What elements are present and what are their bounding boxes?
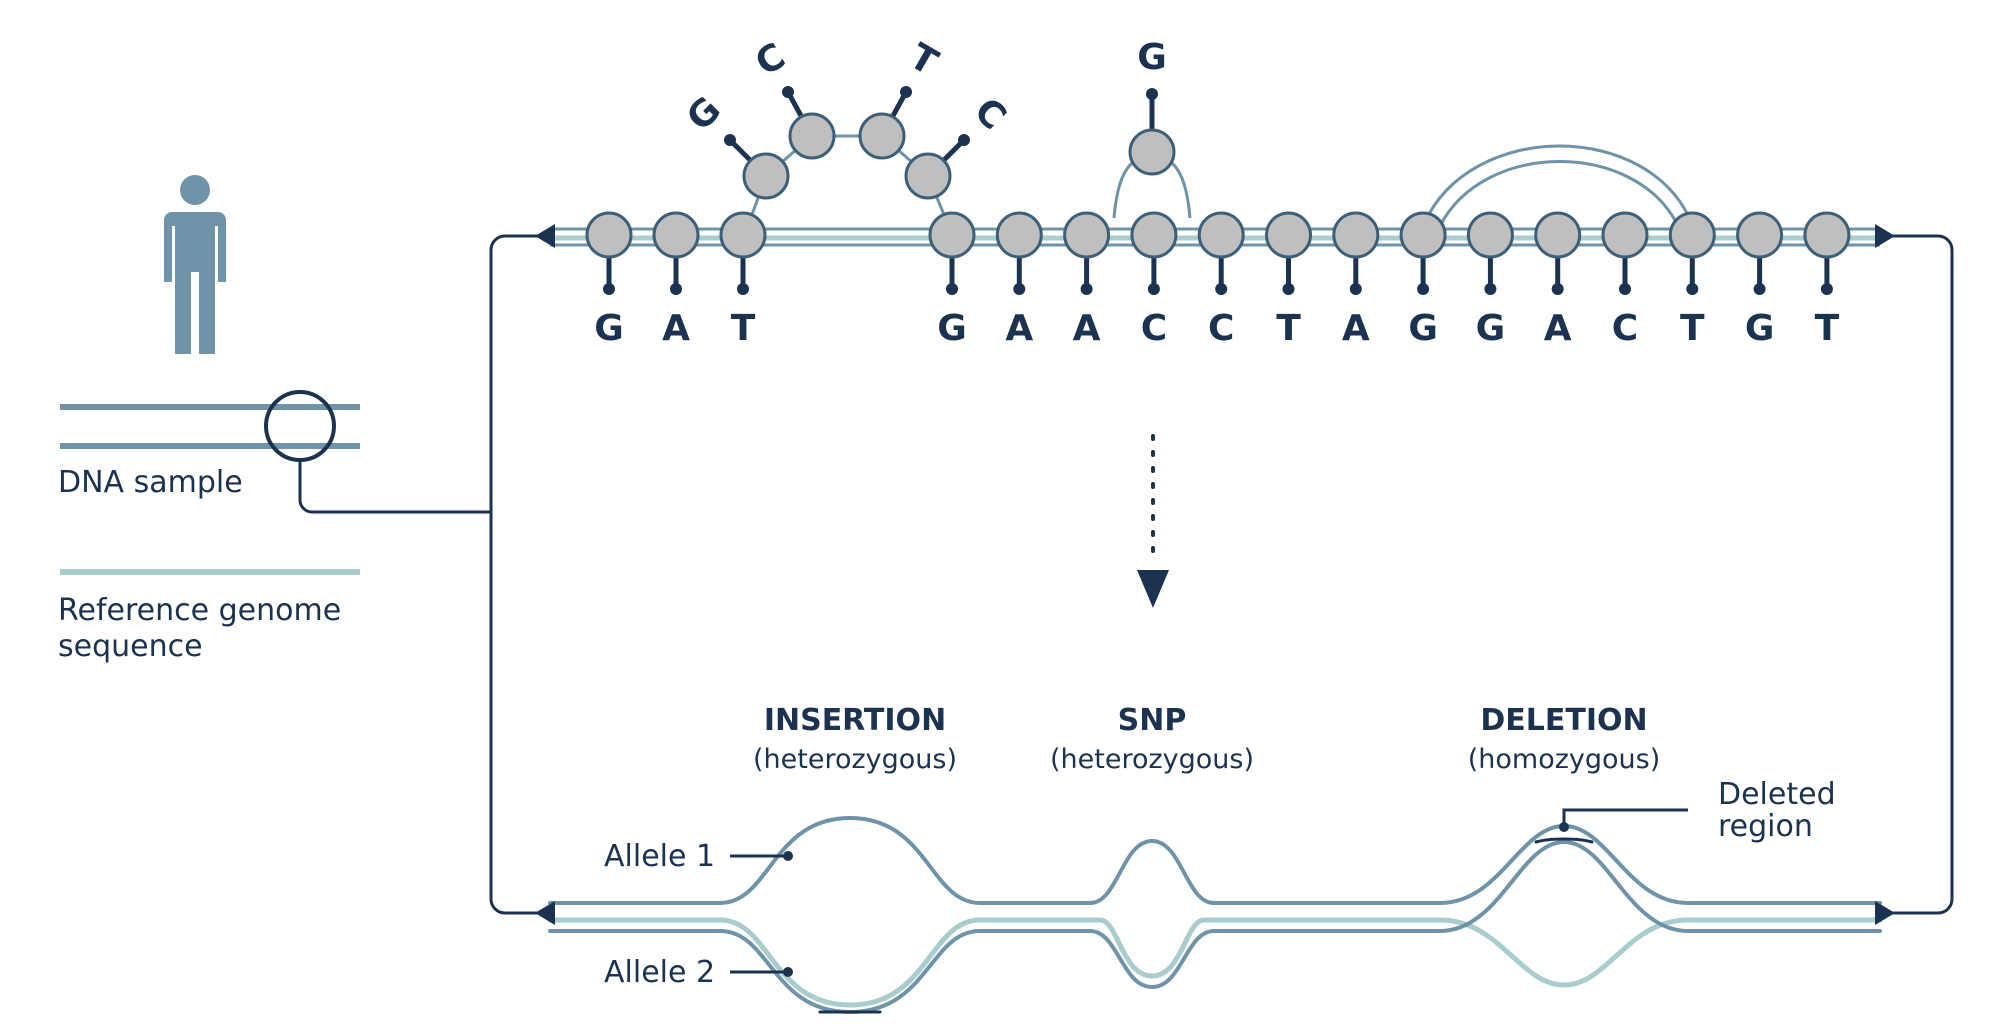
base-node-12-letter: G [1476,308,1506,349]
variant-insertion-heading: INSERTION (heterozygous) [753,703,957,775]
base-node-8-letter: C [1208,308,1234,349]
reference-label-line2: sequence [58,629,203,664]
deletion-bridge [1422,144,1694,225]
inserted-base-node-1: G [679,89,790,200]
allele1-label: Allele 1 [604,839,715,874]
base-node-7-letter: C [1141,308,1167,349]
variant-snp-heading: SNP (heterozygous) [1050,703,1254,775]
inserted-base-node-3: T [858,36,945,160]
base-node-2: A [652,211,700,349]
base-node-15: T [1668,211,1716,349]
inserted-base-node-1-letter: G [679,89,729,139]
snp-title: SNP [1118,703,1187,738]
base-node-17-letter: T [1815,308,1840,349]
base-node-16: G [1736,211,1784,349]
base-node-12: G [1466,211,1514,349]
variant-deletion-heading: DELETION (homozygous) [1468,703,1661,775]
allele2-strand [548,839,1882,1015]
snp-node: G [1128,37,1176,176]
base-node-10-letter: A [1342,308,1370,349]
base-node-16-letter: G [1745,308,1775,349]
magnifier-circle [264,390,336,462]
legend-dna-sample: DNA sample [58,390,360,500]
bottom-right-arrow [1875,901,1895,925]
base-node-1: G [585,211,633,349]
inserted-base-node-3-letter: T [903,36,945,84]
base-node-3-letter: T [731,308,756,349]
deleted-region-line2: region [1718,809,1813,844]
deleted-region-marker [1534,837,1594,844]
base-node-4: G [928,211,976,349]
deletion-zygosity: (homozygous) [1468,744,1661,775]
base-node-5-letter: A [1005,308,1033,349]
base-node-8: C [1197,211,1245,349]
top-left-arrow [535,224,555,248]
deleted-region-line1: Deleted [1718,777,1836,812]
base-node-14-letter: C [1612,308,1638,349]
deletion-title: DELETION [1480,703,1647,738]
base-node-17: T [1803,211,1851,349]
base-node-10: A [1332,211,1380,349]
reference-strand-bottom [547,917,1883,1008]
base-node-11-letter: G [1408,308,1438,349]
deletion-bridge-inner [1438,160,1680,227]
allele1-callout: Allele 1 [604,839,793,874]
base-node-6: A [1063,211,1111,349]
inserted-base-node-2: C [749,36,836,160]
inserted-base-node-2-letter: C [749,36,792,85]
base-node-6-letter: A [1073,308,1101,349]
inserted-base-node-4-letter: C [966,90,1014,138]
dna-sample-label: DNA sample [58,465,243,500]
snp-zygosity: (heterozygous) [1050,744,1254,775]
base-node-5: A [995,211,1043,349]
base-node-14: C [1601,211,1649,349]
base-node-13: A [1534,211,1582,349]
allele1-strand [548,815,1882,905]
allele2-label: Allele 2 [604,955,715,990]
base-node-2-letter: A [662,308,690,349]
top-right-arrow [1875,224,1895,248]
snp-base-node-letter: G [1137,37,1167,78]
sample-connector [298,460,490,514]
allele2-callout: Allele 2 [604,955,793,990]
snp-base-node: G [1128,37,1176,176]
deleted-region-callout: Deleted region [1559,777,1836,844]
inserted-base-node-4: C [904,90,1014,200]
legend-reference: Reference genome sequence [58,569,360,664]
person-icon [164,175,226,354]
base-node-3: T [719,211,767,349]
dotted-down-arrow [1137,434,1169,608]
frame-connector [489,234,1954,915]
reference-label-line1: Reference genome [58,593,341,628]
base-node-7: C [1130,211,1178,349]
insertion-zygosity: (heterozygous) [753,744,957,775]
base-node-15-letter: T [1680,308,1705,349]
bottom-left-arrow [535,901,555,925]
base-node-9: T [1265,211,1312,349]
bottom-strands [547,815,1883,1015]
base-node-4-letter: G [937,308,967,349]
base-node-9-letter: T [1276,308,1301,349]
base-node-1-letter: G [594,308,624,349]
base-node-11: G [1399,211,1447,349]
base-node-13-letter: A [1544,308,1572,349]
insertion-title: INSERTION [764,703,946,738]
